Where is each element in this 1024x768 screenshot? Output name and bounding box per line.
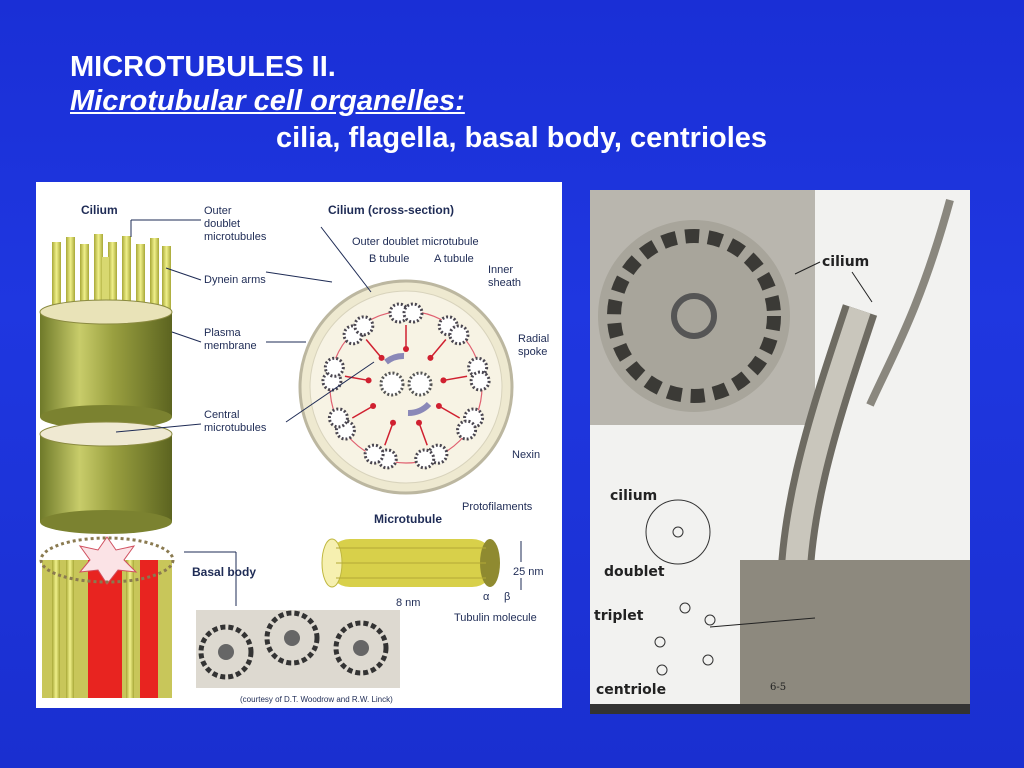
outer-doublet: [440, 356, 491, 392]
label-doublet: doublet: [604, 564, 665, 580]
label-microtubule: Microtubule: [374, 512, 442, 526]
label-outer-doublet-microtubule: Outer doublet microtubule: [352, 236, 479, 248]
slide-subtitle-list: cilia, flagella, basal body, centrioles: [276, 122, 768, 154]
slide-title: MICROTUBULES II.: [70, 51, 336, 83]
label-inner-sheath: Inner sheath: [488, 264, 521, 289]
svg-text:Plasma: Plasma: [204, 327, 242, 339]
label-courtesy: (courtesy of D.T. Woodrow and R.W. Linck…: [240, 695, 393, 704]
cilium-illustration: [39, 234, 173, 534]
label-central-microtubules: Central microtubules: [204, 409, 267, 434]
svg-text:microtubules: microtubules: [204, 422, 267, 434]
label-triplet: triplet: [594, 608, 644, 624]
centriole-schematic: [654, 602, 716, 676]
label-alpha: α: [483, 591, 490, 603]
label-8nm: 8 nm: [396, 597, 420, 609]
cilium-schematic: [645, 499, 711, 565]
plate-number: 6-5: [770, 682, 786, 693]
slide-subtitle: Microtubular cell organelles:: [70, 85, 465, 117]
label-cilium-left: cilium: [610, 488, 657, 504]
svg-text:membrane: membrane: [204, 340, 257, 352]
em-basal-body-micrograph: [196, 610, 400, 688]
em-micrograph: cilium cilium doublet triplet centriole …: [590, 190, 970, 714]
cross-section-diagram: [298, 279, 514, 495]
label-basal-body: Basal body: [192, 565, 256, 579]
label-nexin: Nexin: [512, 449, 540, 461]
axoneme-tubules: [52, 234, 171, 317]
outer-doublet: [342, 315, 385, 361]
svg-text:spoke: spoke: [518, 346, 547, 358]
svg-text:microtubules: microtubules: [204, 231, 267, 243]
cell-body-micrograph: [740, 560, 970, 705]
label-plasma-membrane: Plasma membrane: [204, 327, 257, 352]
em-micrograph-panel: cilium cilium doublet triplet centriole …: [590, 190, 970, 714]
label-25nm: 25 nm: [513, 566, 544, 578]
outer-doublet: [321, 356, 372, 392]
label-cross-section: Cilium (cross-section): [328, 203, 454, 217]
label-b-tubule: B tubule: [369, 253, 409, 265]
outer-doublet: [363, 419, 398, 470]
svg-text:Inner: Inner: [488, 264, 513, 276]
label-a-tubule: A tubule: [434, 253, 474, 265]
label-outer-doublet: Outer doublet microtubules: [204, 205, 267, 243]
svg-text:Outer: Outer: [204, 205, 232, 217]
label-cilium-top: cilium: [822, 254, 869, 270]
svg-text:Central: Central: [204, 409, 239, 421]
label-centriole: centriole: [596, 682, 666, 698]
microtubule-illustration: [321, 538, 500, 588]
outer-doublet: [435, 403, 485, 441]
svg-text:doublet: doublet: [204, 218, 240, 230]
outer-doublet: [388, 302, 424, 352]
label-radial-spoke: Radial spoke: [518, 333, 549, 358]
cilium-diagram: Cilium Outer doublet microtubules Dynein…: [39, 203, 549, 704]
label-tubulin-molecule: Tubulin molecule: [454, 612, 537, 624]
outer-doublet: [414, 419, 449, 470]
label-beta: β: [504, 591, 510, 603]
svg-text:Radial: Radial: [518, 333, 549, 345]
basal-body-illustration: [39, 536, 175, 698]
cilium-diagram-panel: Cilium Outer doublet microtubules Dynein…: [36, 182, 562, 708]
label-cilium: Cilium: [81, 203, 118, 217]
outer-doublet: [427, 315, 470, 361]
label-dynein-arms: Dynein arms: [204, 274, 266, 286]
svg-text:sheath: sheath: [488, 277, 521, 289]
outer-doublet: [327, 403, 377, 441]
slide-title-block: MICROTUBULES II. Microtubular cell organ…: [70, 50, 767, 158]
label-protofilaments: Protofilaments: [462, 501, 533, 513]
